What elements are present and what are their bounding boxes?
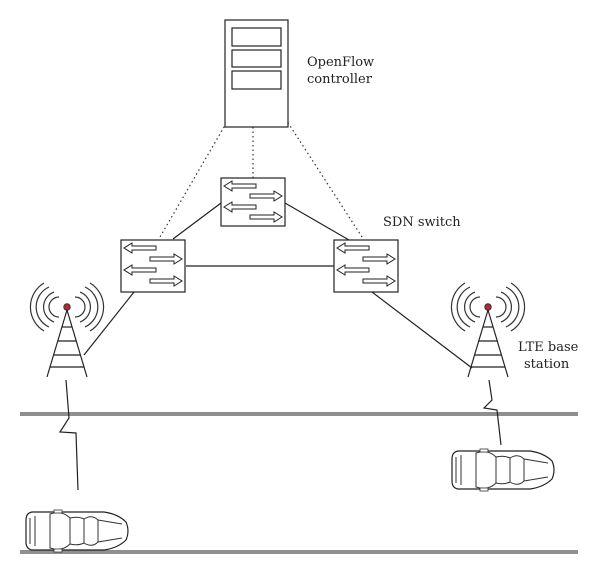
lte-tower-right	[450, 282, 526, 378]
link-top-right-switch	[284, 202, 350, 241]
lte-base-label-line2: station	[524, 357, 570, 372]
openflow-controller-server	[224, 19, 289, 128]
lte-base-label-line1: LTE base	[518, 340, 579, 355]
link-right-switch-tower	[371, 291, 473, 369]
sdn-switch-top	[220, 177, 286, 227]
car-right	[451, 448, 555, 492]
sdn-switch-left	[120, 239, 186, 293]
link-left-switch-tower	[83, 291, 135, 356]
controller-label-line2: controller	[307, 72, 373, 87]
control-link-left	[159, 114, 232, 238]
sdn-switch-label: SDN switch	[383, 215, 461, 230]
lte-tower-left	[29, 282, 105, 378]
car-left	[25, 509, 129, 553]
wireless-link-left	[58, 379, 79, 491]
link-top-left-switch	[172, 202, 222, 240]
sdn-switch-right	[333, 239, 399, 293]
controller-label-line1: OpenFlow	[307, 55, 374, 70]
wireless-link-right	[482, 379, 502, 446]
control-link-right	[282, 114, 363, 238]
